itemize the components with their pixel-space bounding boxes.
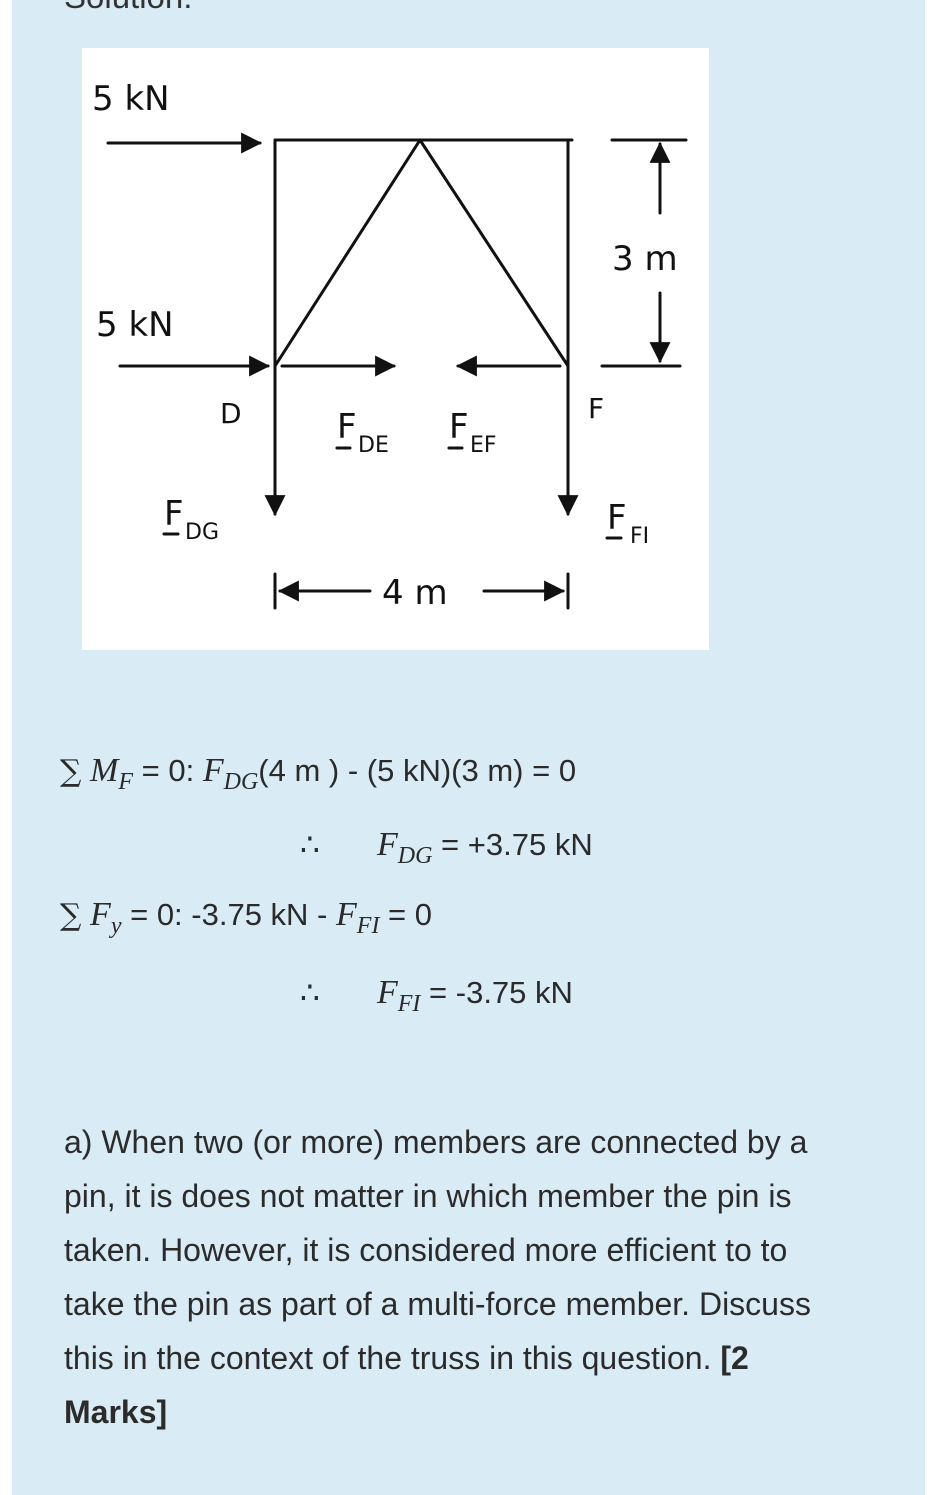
fdg-result: ∴ FDG = +3.75 kN [300, 826, 593, 869]
question-body: a) When two (or more) members are connec… [64, 1124, 811, 1376]
fdg-subscript: DG [185, 520, 219, 545]
dim-height-label: 3 m [612, 239, 678, 279]
question-marks: [2 Marks] [64, 1340, 749, 1430]
node-f-label: F [588, 392, 604, 425]
moment-equation: ∑ MF = 0: FDG(4 m ) - (5 kN)(3 m) = 0 [60, 752, 577, 795]
top-load-label: 5 kN [92, 79, 170, 119]
fde-subscript: DE [358, 433, 389, 458]
truss-free-body-diagram: 5 kN 5 kN 3 m 4 m D F F DE F EF F DG F F… [82, 48, 709, 650]
ffi-label: F [607, 498, 627, 538]
fef-label: F [449, 407, 469, 447]
fdg-label: F [164, 494, 184, 534]
fde-label: F [337, 407, 357, 447]
mid-load-label: 5 kN [96, 305, 174, 345]
truss-diagram-svg: 5 kN 5 kN 3 m 4 m D F F DE F EF F DG F F… [92, 79, 688, 613]
dim-width-label: 4 m [382, 573, 448, 613]
diagonal-right [418, 138, 570, 368]
fef-subscript: EF [470, 433, 497, 458]
question-text: a) When two (or more) members are connec… [64, 1115, 854, 1439]
node-d-label: D [220, 397, 242, 430]
section-heading: Solution: [64, 0, 192, 16]
force-y-equation: ∑ Fy = 0: -3.75 kN - FFI = 0 [60, 896, 433, 939]
ffi-result: ∴ FFI = -3.75 kN [300, 974, 573, 1017]
ffi-subscript: FI [630, 524, 649, 549]
diagonal-left [273, 138, 422, 368]
solution-panel: Solution: [12, 0, 925, 1495]
